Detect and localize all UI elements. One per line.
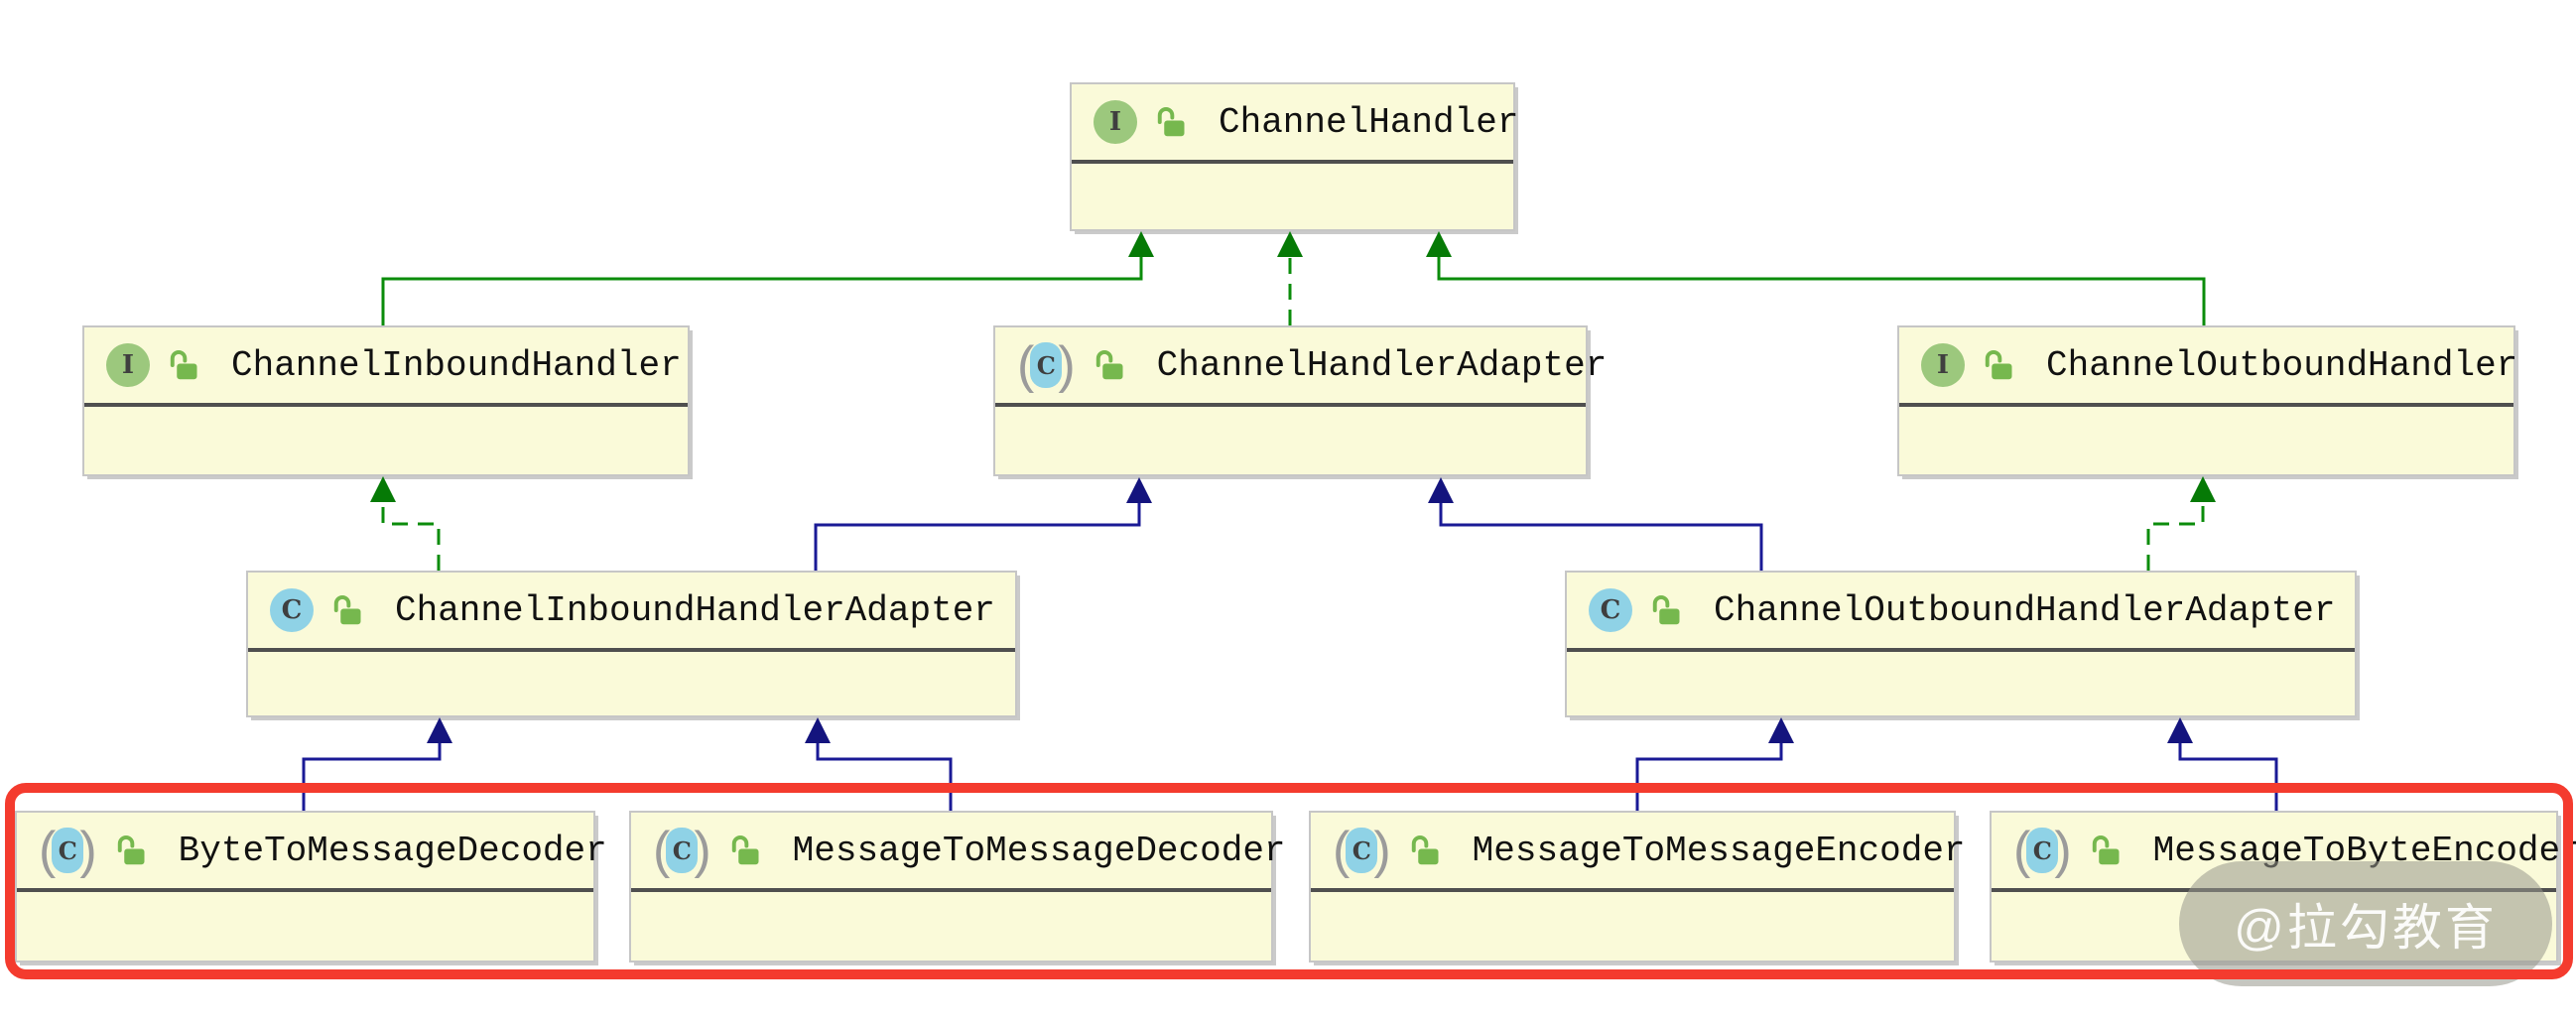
interface-icon: I <box>106 343 150 387</box>
class-node-messagetomessagedecoder[interactable]: ( C ) MessageToMessageDecoder <box>629 811 1286 962</box>
lock-icon <box>113 833 149 868</box>
node-title-compartment: I ChannelHandler <box>1072 84 1518 164</box>
abstract-class-icon: ( C ) <box>653 822 711 879</box>
node-title-compartment: C ChannelOutboundHandlerAdapter <box>1567 573 2355 652</box>
members-compartment <box>1311 892 1954 1026</box>
class-icon: C <box>270 588 314 632</box>
class-name-label: ChannelInboundHandlerAdapter <box>395 589 995 631</box>
class-node-channelinboundhandler[interactable]: I ChannelInboundHandler <box>82 325 690 476</box>
class-name-label: ChannelInboundHandler <box>231 344 682 386</box>
members-compartment <box>1899 407 2513 554</box>
class-name-label: ChannelOutboundHandler <box>2046 344 2518 386</box>
class-node-messagetomessageencoder[interactable]: ( C ) MessageToMessageEncoder <box>1309 811 1966 962</box>
class-node-channelhandleradapter[interactable]: ( C ) ChannelHandlerAdapter <box>993 325 1607 476</box>
class-node-bytetomessagedecoder[interactable]: ( C ) ByteToMessageDecoder <box>15 811 607 962</box>
class-name-label: MessageToMessageEncoder <box>1472 830 1966 871</box>
node-title-compartment: ( C ) MessageToMessageEncoder <box>1311 813 1966 892</box>
class-node-channelinboundhandleradapter[interactable]: C ChannelInboundHandlerAdapter <box>246 571 1017 717</box>
lock-icon <box>1407 833 1443 868</box>
members-compartment <box>1072 164 1513 309</box>
abstract-class-icon: ( C ) <box>2013 822 2072 879</box>
abstract-class-icon: ( C ) <box>39 822 97 879</box>
members-compartment <box>17 892 593 1026</box>
lock-icon <box>166 347 201 383</box>
members-compartment <box>84 407 688 554</box>
class-name-label: ByteToMessageDecoder <box>178 830 607 871</box>
class-node-channeloutboundhandleradapter[interactable]: C ChannelOutboundHandlerAdapter <box>1565 571 2357 717</box>
watermark: @拉勾教育 <box>2179 861 2552 986</box>
abstract-class-icon: ( C ) <box>1333 822 1391 879</box>
class-name-label: ChannelHandler <box>1219 101 1519 143</box>
class-name-label: ChannelOutboundHandlerAdapter <box>1714 589 2336 631</box>
class-name-label: MessageToMessageDecoder <box>792 830 1286 871</box>
node-title-compartment: C ChannelInboundHandlerAdapter <box>248 573 1015 652</box>
interface-icon: I <box>1094 100 1137 144</box>
members-compartment <box>631 892 1271 1026</box>
node-title-compartment: ( C ) MessageToMessageDecoder <box>631 813 1286 892</box>
node-title-compartment: I ChannelInboundHandler <box>84 327 688 407</box>
class-node-channeloutboundhandler[interactable]: I ChannelOutboundHandler <box>1897 325 2517 476</box>
interface-icon: I <box>1921 343 1965 387</box>
lock-icon <box>2088 833 2124 868</box>
lock-icon <box>1981 347 2016 383</box>
lock-icon <box>329 592 365 628</box>
abstract-class-icon: ( C ) <box>1017 336 1076 394</box>
members-compartment <box>995 407 1586 554</box>
class-name-label: ChannelHandlerAdapter <box>1156 344 1608 386</box>
class-icon: C <box>1589 588 1632 632</box>
lock-icon <box>1092 347 1127 383</box>
lock-icon <box>1153 104 1189 140</box>
node-title-compartment: ( C ) ByteToMessageDecoder <box>17 813 607 892</box>
lock-icon <box>727 833 763 868</box>
class-node-channelhandler[interactable]: I ChannelHandler <box>1070 82 1518 231</box>
node-title-compartment: I ChannelOutboundHandler <box>1899 327 2517 407</box>
members-compartment <box>1567 652 2355 795</box>
lock-icon <box>1648 592 1684 628</box>
node-title-compartment: ( C ) ChannelHandlerAdapter <box>995 327 1607 407</box>
members-compartment <box>248 652 1015 795</box>
